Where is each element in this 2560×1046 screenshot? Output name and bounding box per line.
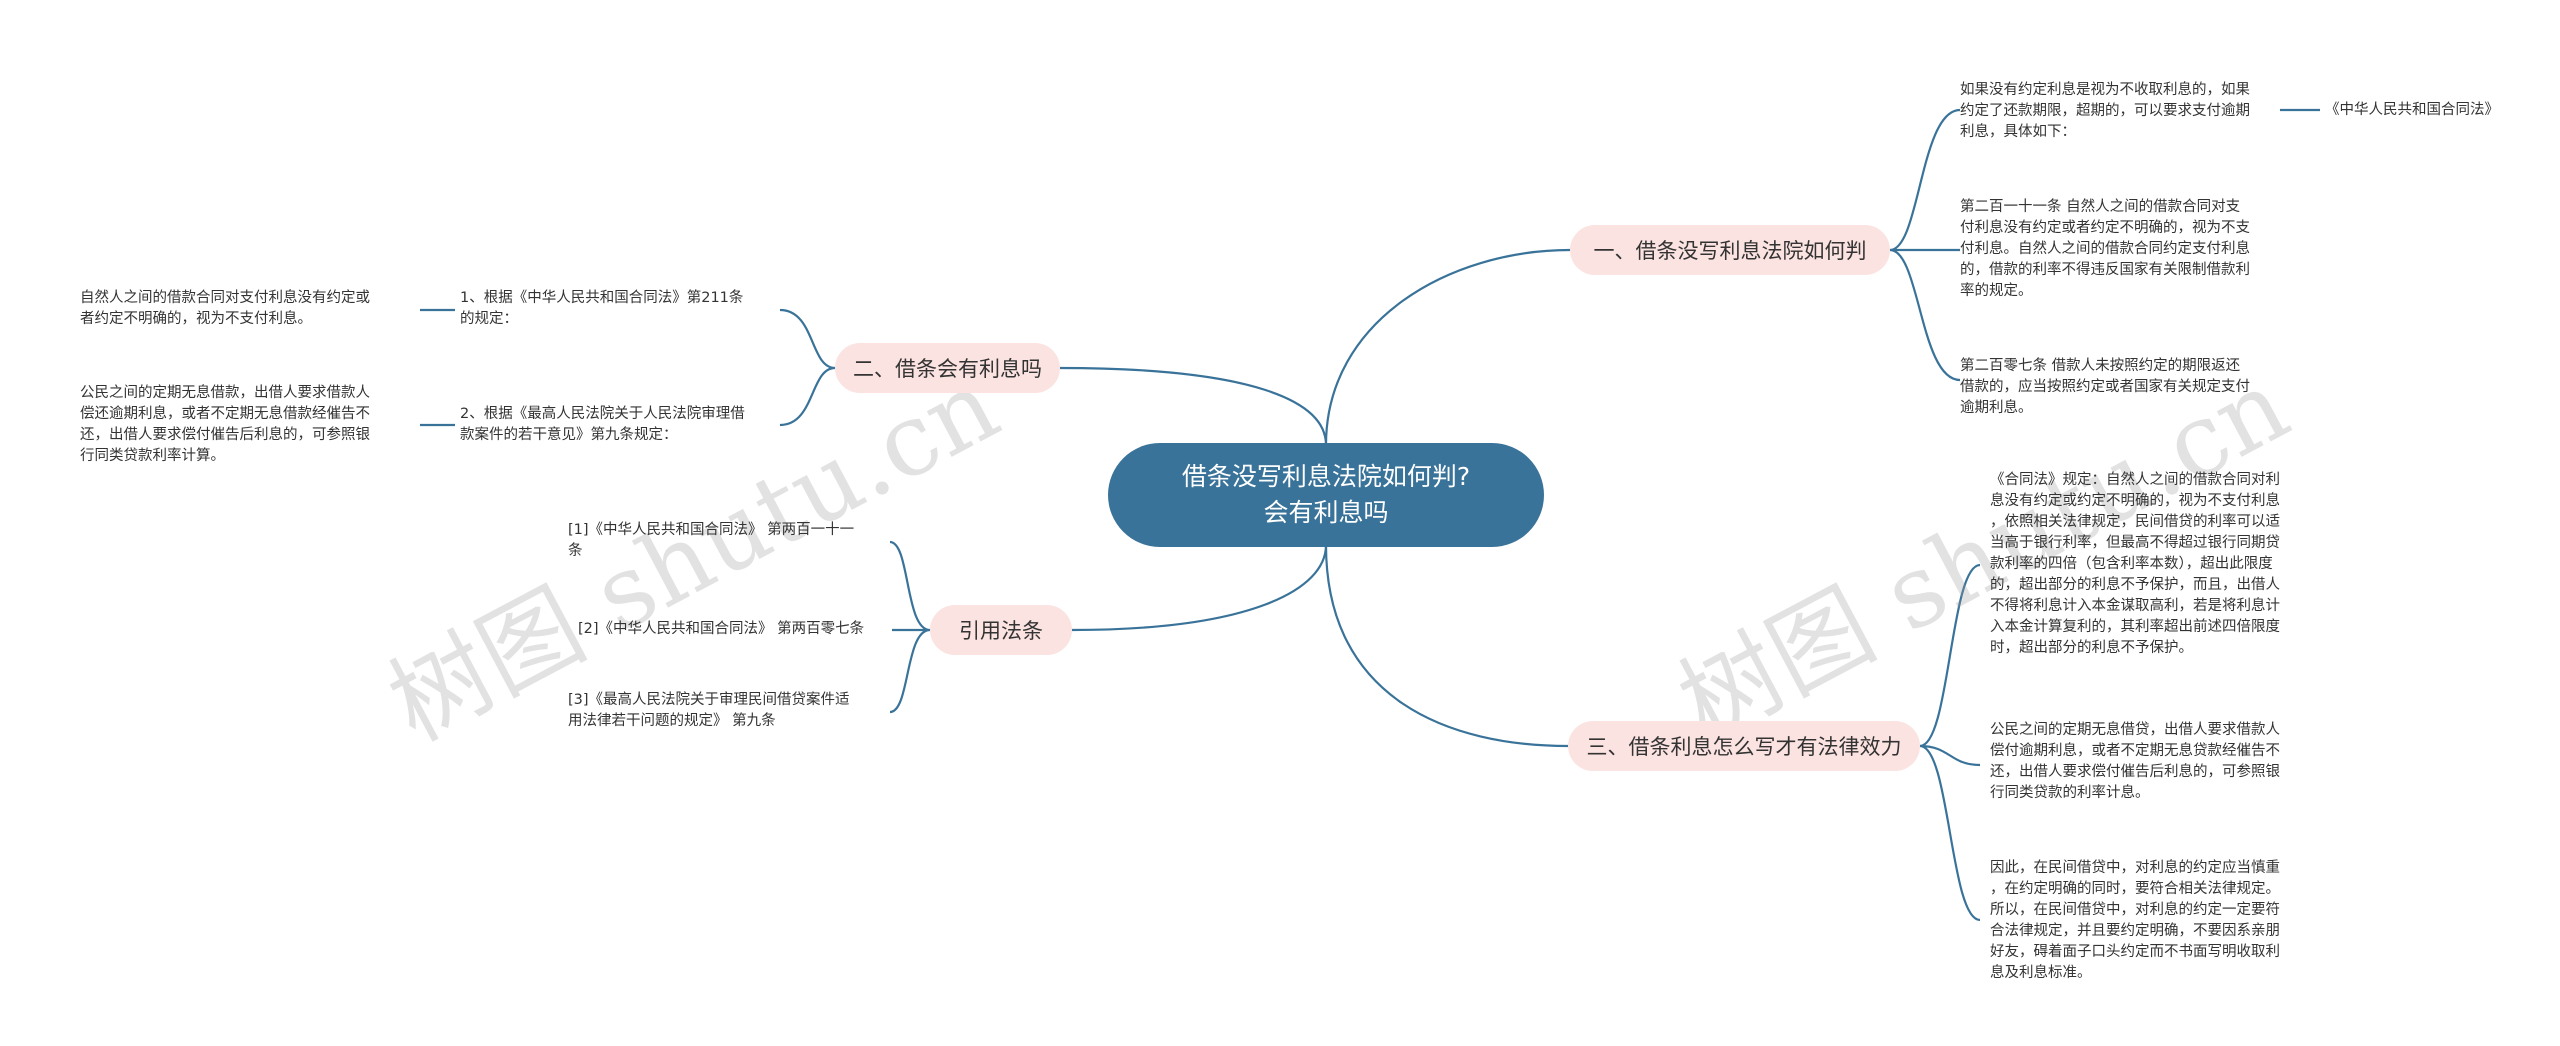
leaf-b3-3: [3]《最高人民法院关于审理民间借贷案件适 用法律若干问题的规定》 第九条	[568, 692, 850, 729]
leaf-b1-1-child: 《中华人民共和国合同法》	[2325, 102, 2499, 118]
leaf-b4-3: 因此，在民间借贷中，对利息的约定应当慎重 ，在约定明确的同时，要符合相关法律规定…	[1990, 860, 2280, 981]
branch-node-2[interactable]: 二、借条会有利息吗	[835, 343, 1060, 393]
leaf-b1-2: 第二百一十一条 自然人之间的借款合同对支 付利息没有约定或者约定不明确的，视为不…	[1960, 199, 2250, 299]
leaf-b3-1: [1]《中华人民共和国合同法》 第两百一十一 条	[568, 522, 855, 559]
link-b4-bracket	[1919, 563, 1981, 922]
leaf-b2-1: 1、根据《中华人民共和国合同法》第211条 的规定：	[460, 290, 744, 327]
leaf-b4-2: 公民之间的定期无息借贷，出借人要求借款人 偿付逾期利息，或者不定期无息贷款经催告…	[1990, 722, 2280, 801]
link-b2-bracket	[779, 308, 836, 427]
branch-node-3[interactable]: 引用法条	[930, 605, 1072, 655]
leaf-b2-2-child: 公民之间的定期无息借款，出借人要求借款人 偿还逾期利息，或者不定期无息借款经催告…	[80, 385, 370, 464]
leaf-b4-1: 《合同法》规定：自然人之间的借款合同对利 息没有约定或约定不明确的，视为不支付利…	[1990, 472, 2280, 656]
root-title-line2: 会有利息吗	[1263, 498, 1389, 527]
link-root-b2	[1059, 366, 1328, 446]
branch-node-4[interactable]: 三、借条利息怎么写才有法律效力	[1568, 721, 1920, 771]
branch-node-1[interactable]: 一、借条没写利息法院如何判	[1570, 225, 1890, 275]
leaf-b3-2: [2]《中华人民共和国合同法》 第两百零七条	[578, 621, 865, 637]
link-b3-bracket	[889, 540, 931, 714]
root-node[interactable]: 借条没写利息法院如何判? 会有利息吗	[1108, 443, 1544, 547]
leaf-b2-1-child: 自然人之间的借款合同对支付利息没有约定或 者约定不明确的，视为不支付利息。	[80, 290, 370, 327]
link-b1-bracket	[1889, 108, 1961, 382]
link-root-b3	[1071, 544, 1328, 632]
leaf-b2-2: 2、根据《最高人民法院关于人民法院审理借 款案件的若干意见》第九条规定：	[460, 406, 745, 443]
root-title-line1: 借条没写利息法院如何判?	[1181, 462, 1471, 491]
leaf-b1-1: 如果没有约定利息是视为不收取利息的，如果 约定了还款期限，超期的，可以要求支付逾…	[1960, 82, 2250, 140]
link-root-b1	[1324, 248, 1571, 446]
leaf-b1-3: 第二百零七条 借款人未按照约定的期限返还 借款的，应当按照约定或者国家有关规定支…	[1960, 358, 2250, 416]
link-root-b4	[1324, 544, 1569, 748]
